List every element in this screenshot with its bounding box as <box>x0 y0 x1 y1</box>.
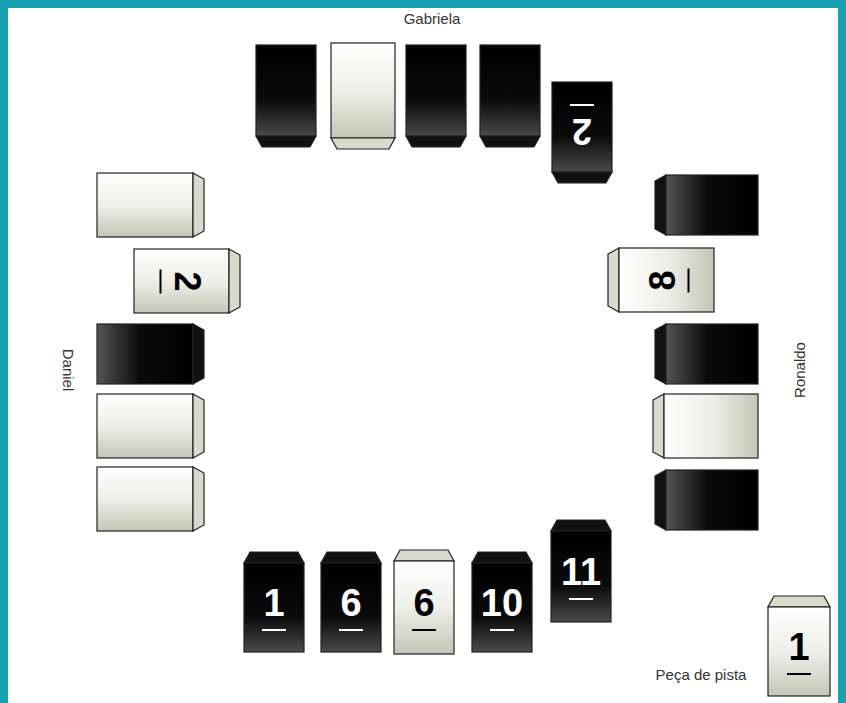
tile-number: 1 <box>263 584 284 622</box>
tile-number: 6 <box>340 584 361 622</box>
number-tile: 2 <box>552 82 612 172</box>
player-label: Gabriela <box>404 10 461 28</box>
tile-underline <box>570 105 594 107</box>
player-label: Daniel <box>59 349 77 392</box>
tile-face: 1 <box>244 563 304 652</box>
number-tile: 6 <box>321 563 381 652</box>
number-tile: 2 <box>134 249 229 313</box>
tile-face: 8 <box>619 248 714 312</box>
frame-bar <box>838 0 846 703</box>
tile-number: 6 <box>413 584 434 622</box>
tile-face: 6 <box>394 561 454 654</box>
frame-bar <box>0 0 8 703</box>
frame-bar <box>0 0 846 8</box>
tile-underline <box>159 269 161 293</box>
tile-underline <box>687 268 689 292</box>
tile-face: 6 <box>321 563 381 652</box>
number-tile: 11 <box>551 531 611 622</box>
tile-face: 2 <box>134 249 229 313</box>
tile-face: 2 <box>552 82 612 172</box>
tile-number: 10 <box>481 584 523 622</box>
tile-underline <box>490 629 514 631</box>
number-tile: 6 <box>394 561 454 654</box>
tile-number: 8 <box>644 270 680 290</box>
tile-face: 1 <box>768 607 830 696</box>
tile-underline <box>787 673 811 675</box>
tile-face: 10 <box>472 563 532 652</box>
number-tile: 10 <box>472 563 532 652</box>
number-tile: 1 <box>768 607 830 696</box>
tile-underline <box>262 629 286 631</box>
tile-underline <box>569 598 593 600</box>
player-label: Ronaldo <box>791 342 809 398</box>
tile-number: 11 <box>561 553 601 591</box>
tile-number: 1 <box>788 628 809 666</box>
number-tile: 8 <box>619 248 714 312</box>
tile-underline <box>412 629 436 631</box>
tile-number: 2 <box>168 271 204 291</box>
tile-face: 11 <box>551 531 611 622</box>
tile-number: 2 <box>572 114 592 150</box>
number-tile: 1 <box>244 563 304 652</box>
tile-underline <box>339 629 363 631</box>
player-label: Peça de pista <box>656 666 747 684</box>
